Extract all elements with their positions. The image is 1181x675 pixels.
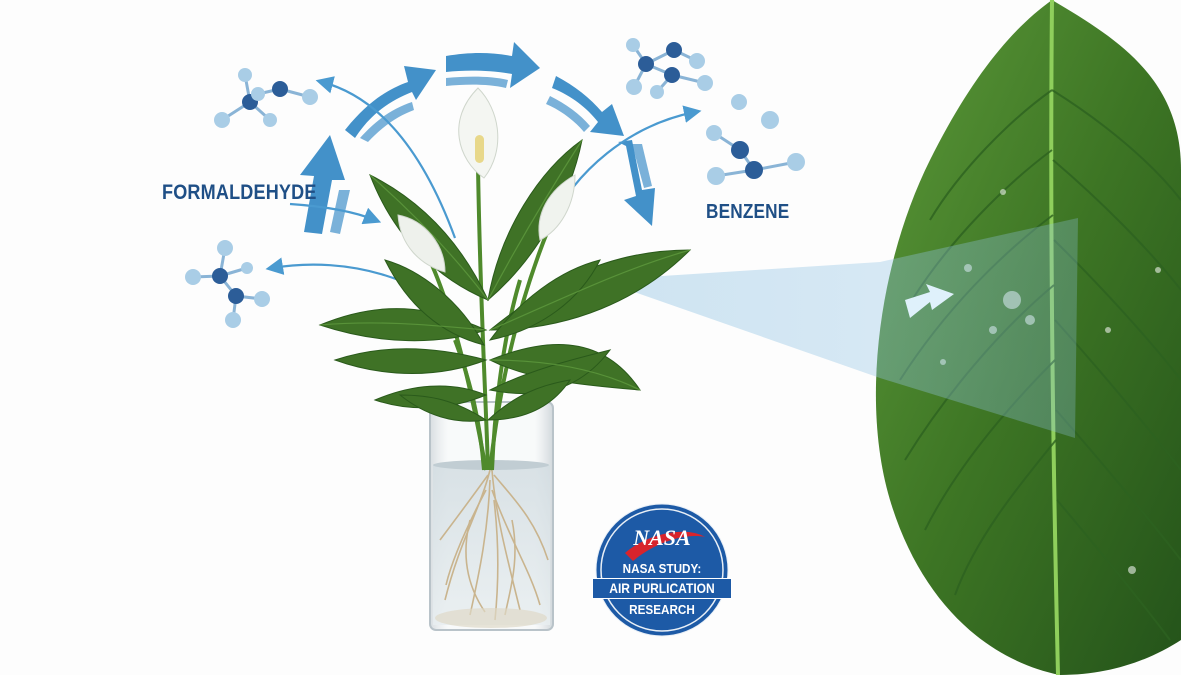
airflow-arrows: [300, 42, 655, 234]
molecule-icon: [706, 94, 805, 185]
formaldehyde-label: FORMALDEHYDE: [162, 181, 317, 204]
badge-line-research: RESEARCH: [629, 602, 695, 617]
benzene-label: BENZENE: [706, 201, 790, 223]
badge-ribbon: [592, 578, 732, 599]
badge-line-study: NASA STUDY:: [622, 561, 702, 576]
badge-line-air: AIR PURLICATION: [609, 580, 715, 596]
molecule-icon: [185, 240, 270, 328]
nasa-logo-text: NASA: [633, 525, 691, 550]
beam-arrow-icon: [905, 284, 954, 318]
glass-vase: [429, 401, 554, 631]
badge-circle: [595, 503, 729, 637]
molecule-icon: [214, 68, 318, 128]
nasa-badge: NASA NASA STUDY: AIR PURLICATION RESEARC…: [592, 503, 732, 637]
molecule-icon: [626, 38, 713, 99]
peace-lily-plant: [318, 87, 692, 471]
magnify-beam: [600, 218, 1078, 438]
